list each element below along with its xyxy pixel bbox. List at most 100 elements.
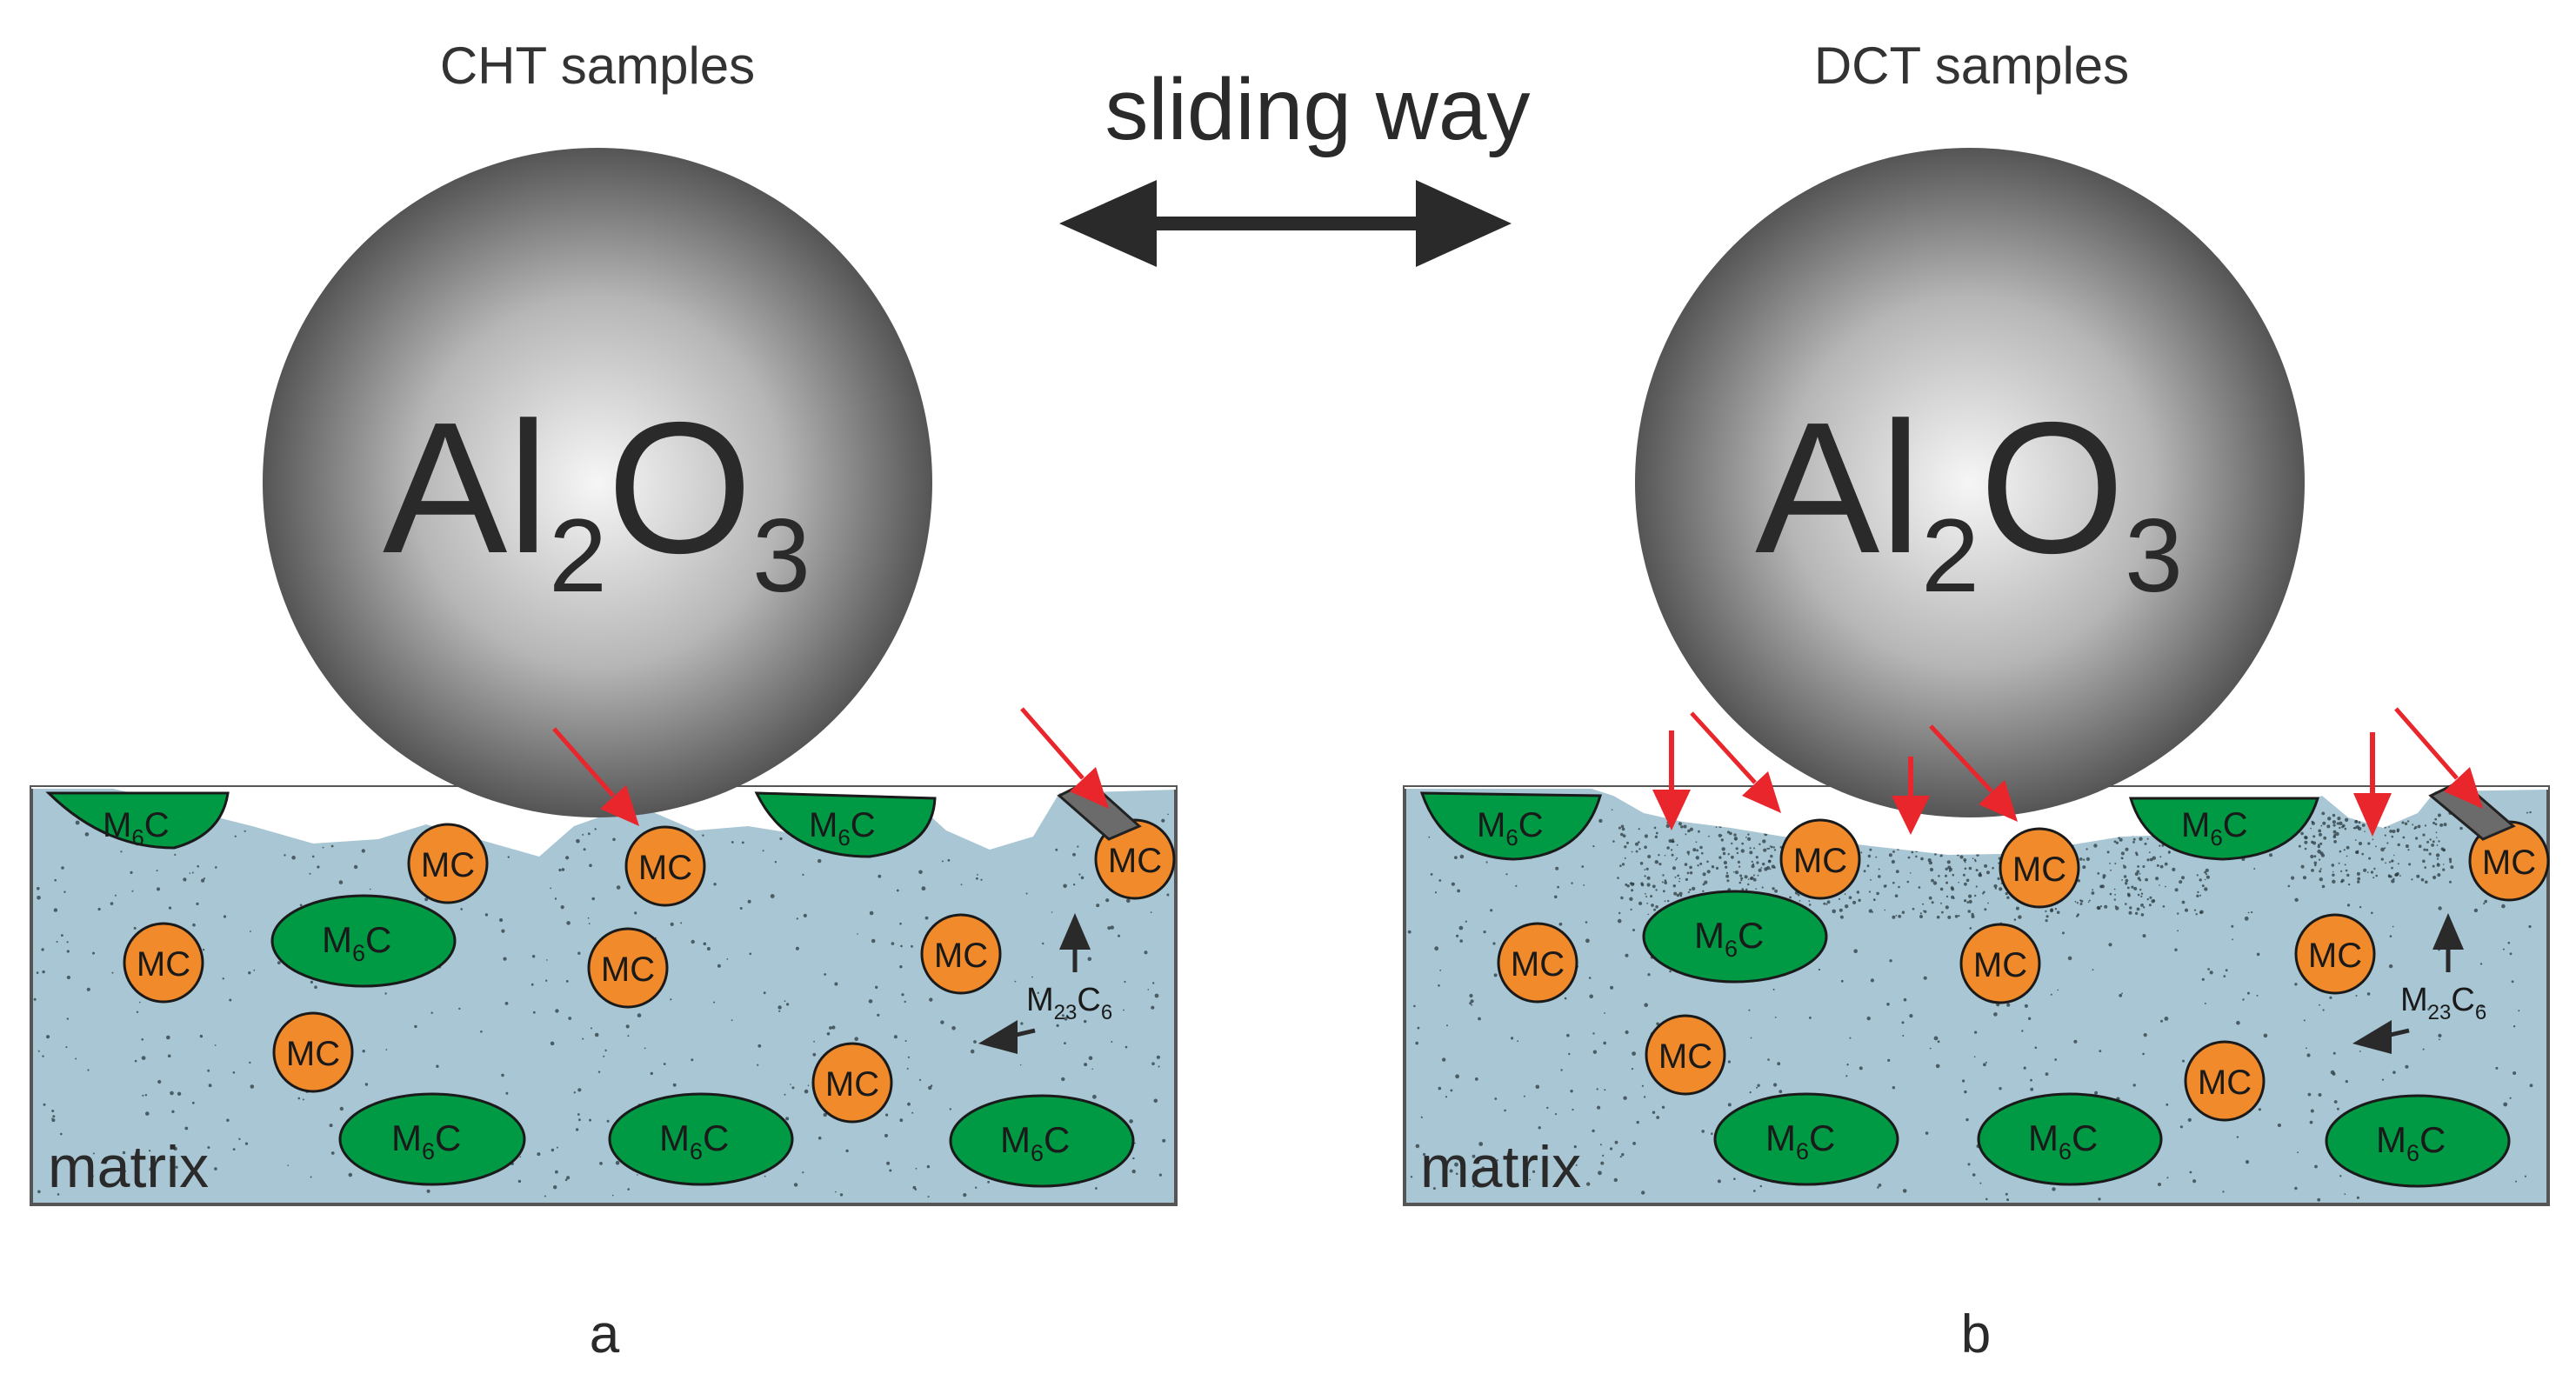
matrix-particle [1585, 938, 1590, 944]
matrix-particle [594, 1032, 599, 1037]
matrix-particle [2354, 819, 2359, 824]
matrix-particle [1432, 1187, 1436, 1191]
matrix-particle [1755, 888, 1758, 890]
matrix-particle [238, 1137, 241, 1141]
matrix-particle [1769, 868, 1772, 870]
matrix-particle [2148, 904, 2152, 907]
svg-text:M6C: M6C [1694, 915, 1764, 962]
matrix-particle [1619, 1156, 1622, 1158]
matrix-particle [203, 877, 206, 880]
matrix-particle [1420, 1116, 1423, 1118]
matrix-particle [2157, 1182, 2162, 1187]
matrix-particle [1954, 915, 1959, 918]
matrix-particle [2123, 875, 2127, 878]
matrix-particle [826, 1032, 831, 1036]
matrix-particle [1635, 850, 1638, 853]
matrix-particle [191, 1101, 195, 1104]
matrix-particle [1653, 908, 1657, 911]
matrix-particle [1723, 860, 1727, 865]
matrix-particle [1983, 890, 1985, 894]
matrix-particle [2314, 1164, 2318, 1169]
matrix-particle [1676, 857, 1678, 859]
matrix-particle [1631, 1068, 1634, 1071]
matrix-particle [1167, 813, 1169, 816]
matrix-particle [2024, 1004, 2028, 1008]
matrix-particle [802, 873, 804, 877]
svg-text:M6C: M6C [391, 1117, 461, 1164]
matrix-particle [1892, 881, 1895, 884]
matrix-particle [1631, 882, 1635, 887]
matrix-particle [2205, 868, 2209, 873]
matrix-particle [1935, 1064, 1940, 1069]
matrix-particle [2422, 833, 2426, 837]
matrix-particle [1158, 1173, 1162, 1177]
matrix-particle [2137, 865, 2140, 868]
matrix-particle [1689, 865, 1692, 870]
matrix-particle [1413, 1004, 1416, 1008]
matrix-particle [2204, 887, 2208, 891]
matrix-particle [1972, 1173, 1976, 1177]
matrix-particle [2300, 864, 2305, 869]
matrix-particle [1749, 1091, 1752, 1094]
matrix-particle [1570, 1090, 1573, 1093]
svg-text:MC: MC [825, 1065, 879, 1104]
matrix-particle [52, 1115, 56, 1118]
matrix-particle [611, 1194, 614, 1197]
matrix-particle [2209, 970, 2213, 975]
matrix-particle [2164, 862, 2168, 866]
matrix-particle [1826, 900, 1831, 904]
svg-text:MC: MC [421, 846, 475, 884]
matrix-particle [1131, 1169, 1136, 1174]
matrix-particle [2417, 824, 2421, 829]
matrix-particle [42, 1055, 44, 1057]
matrix-particle [1091, 1068, 1093, 1071]
matrix-particle [2045, 919, 2048, 923]
matrix-particle [824, 973, 827, 976]
matrix-particle [2311, 869, 2314, 872]
matrix-particle [1915, 855, 1918, 858]
matrix-particle [2424, 866, 2426, 869]
matrix-particle [2347, 883, 2351, 886]
matrix-particle [2356, 871, 2360, 876]
matrix-particle [1658, 863, 1662, 866]
matrix-particle [2189, 1171, 2192, 1174]
matrix-particle [2346, 845, 2350, 850]
matrix-particle [2193, 909, 2197, 911]
matrix-particle [2140, 904, 2144, 907]
matrix-particle [250, 1084, 255, 1089]
matrix-particle [1407, 930, 1411, 934]
matrix-particle [2162, 905, 2166, 908]
matrix-particle [1766, 865, 1771, 870]
matrix-particle [1750, 1037, 1752, 1039]
matrix-particle [1883, 884, 1887, 888]
matrix-particle [1439, 969, 1442, 971]
matrix-particle [1636, 1120, 1639, 1124]
matrix-particle [1823, 902, 1826, 905]
matrix-particle [148, 1150, 151, 1152]
matrix-particle [1892, 850, 1895, 853]
matrix-particle [1672, 840, 1675, 844]
matrix-particle [134, 1059, 137, 1063]
matrix-particle [1555, 866, 1559, 870]
matrix-particle [2437, 813, 2441, 817]
matrix-particle [484, 913, 489, 917]
matrix-particle [2067, 956, 2072, 961]
matrix-particle [2152, 856, 2156, 860]
panel-a: M6C M6C M6C M6C M6C M6C MC MC MC MC MC M… [30, 148, 1178, 1206]
matrix-particle [899, 922, 902, 925]
matrix-particle [1721, 847, 1725, 851]
matrix-particle [558, 868, 562, 872]
matrix-particle [901, 993, 904, 997]
matrix-particle [297, 1097, 301, 1100]
matrix-particle [1727, 1103, 1732, 1107]
matrix-particle [1704, 880, 1708, 884]
matrix-particle [2361, 852, 2364, 856]
matrix-particle [1632, 1051, 1636, 1056]
matrix-particle [2302, 876, 2307, 880]
matrix-particle [1839, 915, 1844, 919]
matrix-particle [167, 1054, 171, 1058]
matrix-particle [1153, 1098, 1158, 1104]
matrix-particle [314, 985, 317, 989]
matrix-particle [1523, 1095, 1525, 1097]
matrix-particle [2140, 892, 2144, 895]
